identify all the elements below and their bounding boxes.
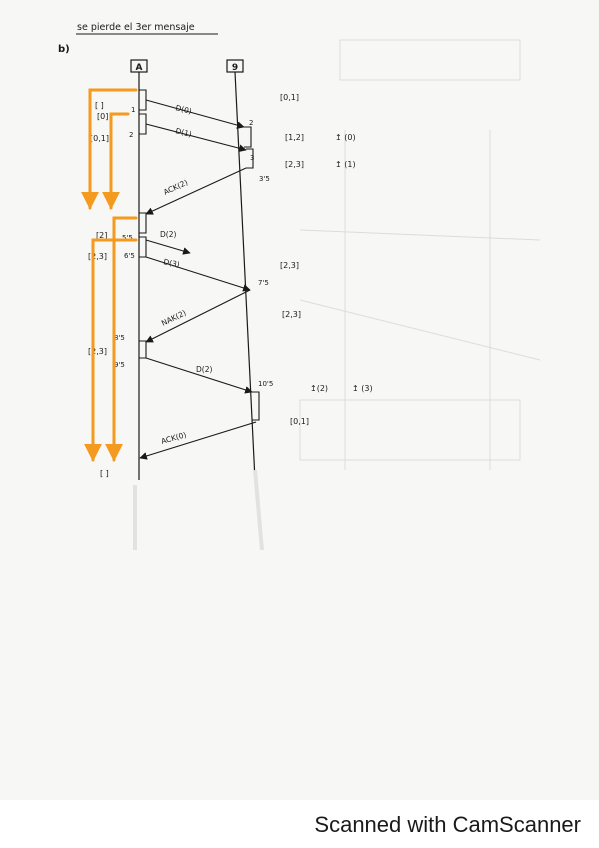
a-window-sixth: [2,3] [88,347,107,356]
b-window-after-nak: [2,3] [282,310,301,319]
time-b-75: 7'5 [258,279,269,287]
label-d3: D(3) [163,257,181,269]
a-window-third: [0,1] [90,134,109,143]
arrow-ack0 [139,421,257,460]
b-processing-brackets [244,126,260,421]
label-ack2: ACK(2) [162,178,189,197]
lifeline-b [234,71,256,481]
arrow-d3 [145,256,251,292]
time-a-55: 5'5 [122,234,133,242]
arrow-d2-retry [145,357,253,394]
time-b-3: 3 [250,154,254,162]
arrow-d2-lost [145,239,191,255]
entity-a: A [130,59,148,73]
sequence-diagram: se pierde el 3er mensaje b) A 9 [58,22,541,551]
scanner-footer: Scanned with CamScanner [0,800,599,848]
time-a-65: 6'5 [124,252,135,260]
label-ack0: ACK(0) [160,430,187,446]
b-window-initial: [0,1] [280,93,299,102]
scanner-watermark-text: Scanned with CamScanner [314,812,581,837]
label-nak2: NAK(2) [160,308,188,328]
label-d0: D(0) [175,103,193,116]
a-processing-brackets [139,89,147,359]
message-arrows [139,99,257,460]
b-deliver-0: ↥ (0) [335,133,356,142]
part-label: b) [58,44,70,55]
label-d2-retry: D(2) [196,365,212,374]
bleed-through-marks [299,39,541,470]
arrow-ack2 [145,167,247,215]
orange-timer-brackets [81,88,138,462]
label-d2-first: D(2) [160,230,176,239]
timer-bracket-3 [105,216,138,462]
timer-bracket-2 [102,112,130,210]
time-a-1: 1 [131,106,135,114]
time-b-2: 2 [249,119,253,127]
b-window-after-d1: [2,3] [285,160,304,169]
timer-bracket-4 [84,238,138,462]
arrow-d0 [145,99,245,129]
time-a-95: 9'5 [114,361,125,369]
b-window-after-d0: [1,2] [285,133,304,142]
entity-a-label: A [136,63,143,73]
entity-b-label: 9 [232,63,238,73]
lifeline-ghost [133,469,264,551]
timer-bracket-1 [81,88,138,210]
a-window-first: [ ] [95,101,104,110]
a-window-final: [ ] [100,469,109,478]
a-window-fourth: [2] [96,231,107,240]
a-window-second: [0] [97,112,108,121]
entity-b: 9 [226,59,244,73]
time-b-105: 10'5 [258,380,273,388]
time-a-85: 8'5 [114,334,125,342]
a-window-fifth: [2,3] [88,252,107,261]
label-d1: D(1) [175,126,193,139]
b-window-at-7: [2,3] [280,261,299,270]
b-deliver-3: ↥ (3) [352,384,373,393]
arrow-d1 [145,123,247,152]
time-a-2: 2 [129,131,133,139]
time-b-35: 3'5 [259,175,270,183]
b-deliver-1: ↥ (1) [335,160,356,169]
diagram-title: se pierde el 3er mensaje [77,22,195,33]
b-window-final: [0,1] [290,417,309,426]
b-deliver-2: ↥(2) [310,384,328,393]
arrow-nak2 [145,289,251,343]
